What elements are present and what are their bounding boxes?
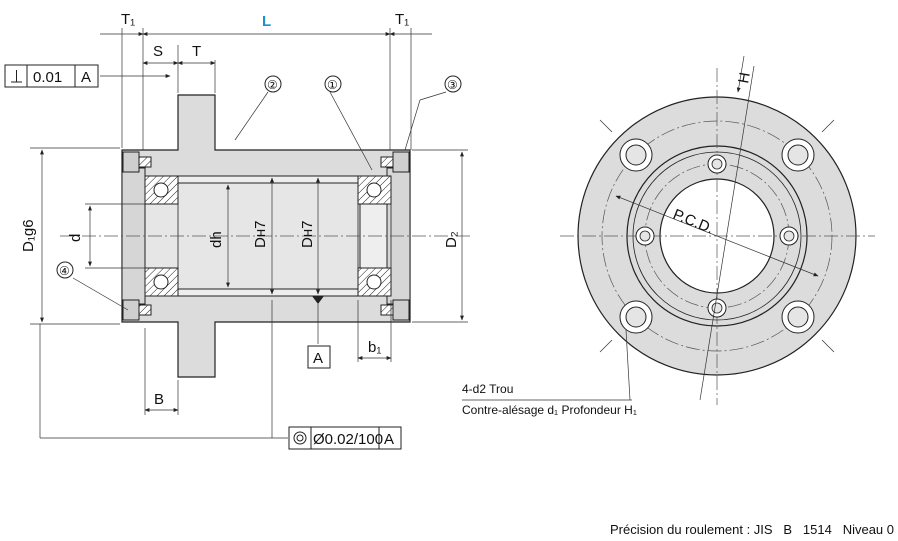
cbore-hole-tr: [781, 138, 815, 172]
bearing-left-bottom: [144, 267, 179, 297]
callout-3: ③: [447, 78, 458, 92]
bearing-right-bottom: [357, 267, 392, 297]
front-view: [560, 55, 875, 405]
label-d: d: [67, 234, 84, 242]
label-d2: D₂: [443, 231, 460, 248]
label-t: T: [192, 43, 201, 60]
bearing-precision-note: Précision du roulement : JIS B 1514 Nive…: [610, 522, 894, 537]
screw-top-left: [122, 151, 152, 173]
label-b1: b₁: [368, 339, 381, 356]
concentricity-value: Ø0.02/100: [313, 431, 383, 448]
screw-bottom-left: [122, 299, 152, 321]
concentricity-datum: A: [384, 431, 394, 448]
cbore-hole-tl: [619, 138, 653, 172]
bearing-left-top: [144, 175, 179, 205]
callout-2: ②: [267, 78, 278, 92]
label-l: L: [262, 13, 271, 30]
cbore-note: Contre-alésage d₁ Profondeur H₁: [462, 403, 637, 417]
label-t1-right: T₁: [395, 11, 409, 28]
label-h: H: [735, 71, 754, 85]
label-b: B: [154, 391, 164, 408]
flatness-frame: [4, 64, 99, 88]
screw-top-right: [380, 151, 410, 173]
hole-note: 4-d2 Trou: [462, 382, 513, 396]
concentricity-frame: [288, 426, 402, 450]
label-d1g6: D₁g6: [20, 219, 37, 252]
label-dh: dh: [208, 231, 225, 248]
screw-bottom-right: [380, 299, 410, 321]
label-dh7-a: Dʜ7: [252, 221, 269, 248]
cbore-hole-br: [781, 300, 815, 334]
bearing-right-top: [357, 175, 392, 205]
cbore-hole-bl: [619, 300, 653, 334]
flatness-value: 0.01: [33, 69, 62, 86]
flatness-datum: A: [81, 69, 91, 86]
label-dh7-b: Dʜ7: [299, 221, 316, 248]
datum-a-label: A: [313, 350, 323, 367]
callout-4: ④: [59, 264, 70, 278]
label-s: S: [153, 43, 163, 60]
side-view: [30, 28, 470, 439]
label-t1-left: T₁: [121, 11, 135, 28]
callout-1: ①: [327, 78, 338, 92]
